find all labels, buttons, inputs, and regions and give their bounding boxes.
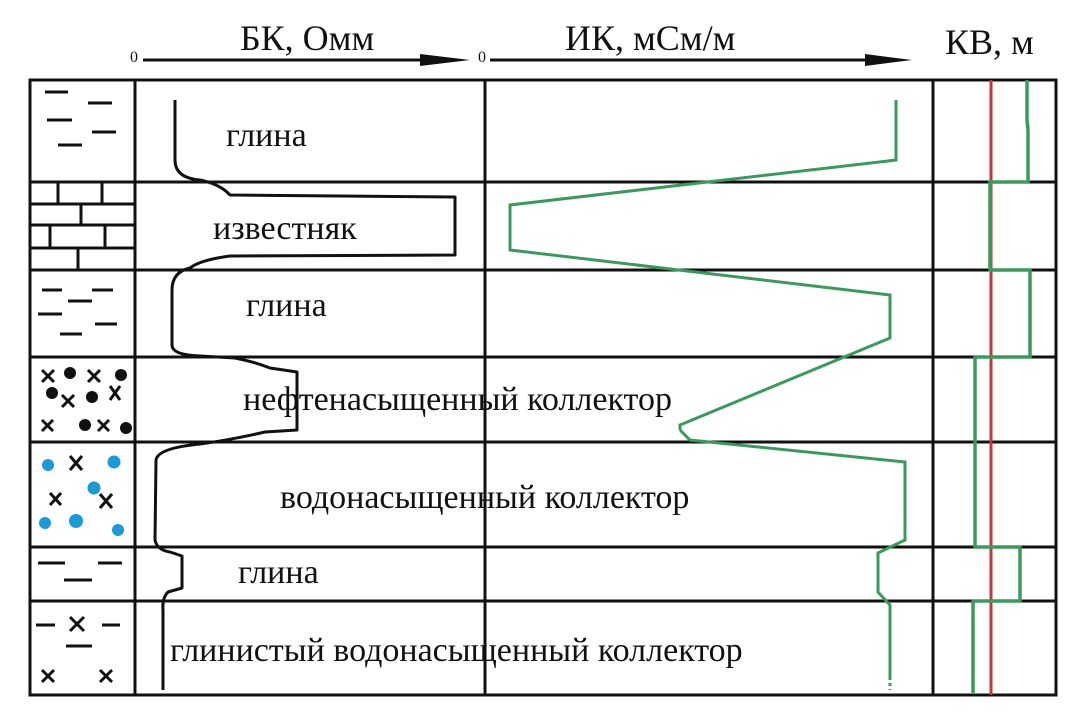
lithology-clay-1 — [45, 90, 116, 147]
lithology-water-reservoir — [39, 455, 124, 536]
lithology-oil-reservoir — [40, 367, 132, 434]
bk-zero-label: 0 — [130, 49, 138, 66]
kv-header-label: КВ, м — [945, 22, 1034, 62]
ik-zero-label: 0 — [478, 49, 486, 66]
layer-label-limestone: известняк — [213, 210, 357, 247]
bk-header-label: БК, Омм — [240, 18, 374, 58]
ik-arrowhead-icon — [865, 54, 912, 66]
layer-label-clay-1: глина — [226, 117, 307, 154]
ik-header-label: ИК, мСм/м — [565, 18, 735, 58]
bk-resistivity-curve — [153, 100, 457, 690]
header-bk: 0 БК, Омм — [130, 18, 470, 66]
ik-conductivity-curve — [508, 100, 907, 680]
lithology-clayey-reservoir — [36, 615, 120, 684]
layer-label-clayey-reservoir: глинистый водонасыщенный коллектор — [170, 632, 743, 669]
header-ik: 0 ИК, мСм/м — [478, 18, 912, 66]
lithology-limestone — [30, 182, 135, 270]
layer-label-water-reservoir: водонасыщенный коллектор — [280, 479, 689, 516]
lithology-clay-2 — [38, 288, 117, 336]
layer-label-clay-3: глина — [238, 554, 319, 591]
layer-label-clay-2: глина — [246, 287, 327, 324]
bk-arrowhead-icon — [420, 54, 470, 66]
lithology-clay-3 — [38, 561, 122, 582]
layer-label-oil-reservoir: нефтенасыщенный коллектор — [243, 381, 672, 418]
kv-caliper-curve — [971, 80, 1032, 693]
